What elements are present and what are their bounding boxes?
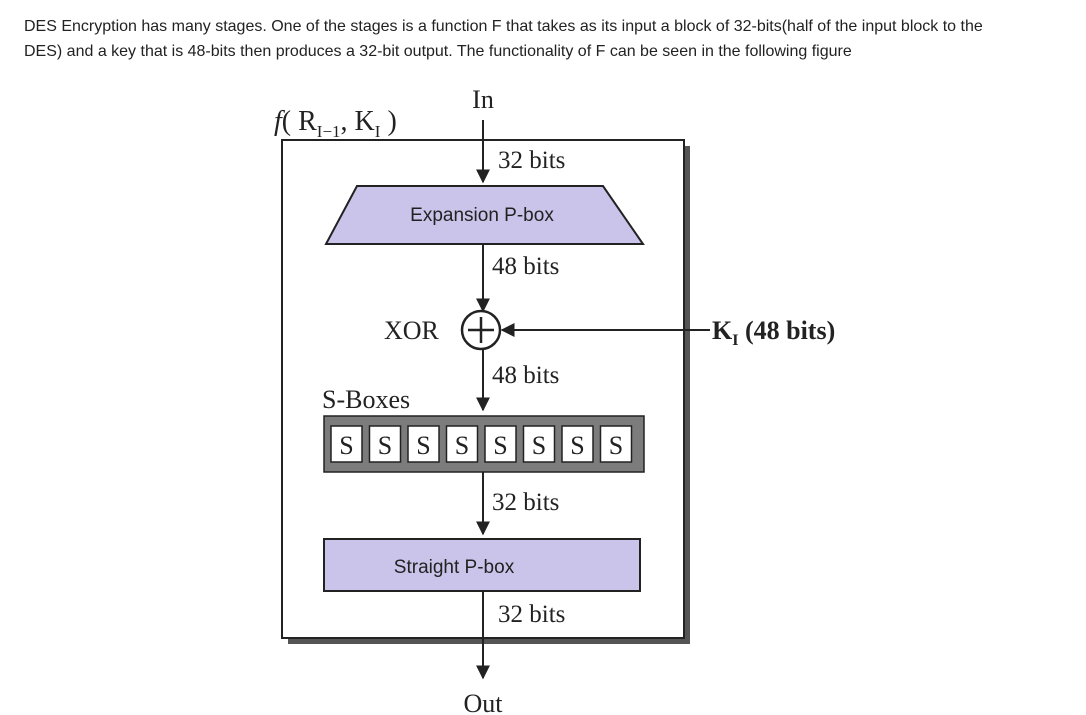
sbox-cell [522,425,556,463]
bits-label-1: 32 bits [498,147,565,174]
key-label-rest: (48 bits) [738,316,835,345]
bits-label-4: 32 bits [492,489,559,516]
sbox-cell [445,425,479,463]
sbox-cell [561,425,594,463]
key-label-k: K [712,316,733,345]
sbox-cell-label: S [416,431,430,460]
expansion-pbox-label: Expansion P-box [410,205,554,226]
function-label-comma: , K [341,106,375,137]
sbox-cell-label: S [378,431,392,460]
bits-label-5: 32 bits [498,601,565,628]
sbox-cell-label: S [609,431,623,460]
bits-label-2: 48 bits [492,253,559,280]
intro-text: DES Encryption has many stages. One of t… [24,14,1079,64]
sbox-cell [599,425,633,463]
expansion-pbox [324,185,645,245]
straight-pbox [323,538,641,592]
intro-line-2: DES) and a key that is 48-bits then prod… [24,43,852,60]
sbox-cell-label: S [455,431,469,460]
function-label-close: ) [380,106,396,137]
function-label: f( RI−1, KI ) [274,106,397,141]
sbox-cell [368,425,402,463]
function-label-open: ( R [282,106,317,137]
sbox-cell [330,425,363,463]
xor-label: XOR [384,316,440,345]
function-label-k-sub: I [375,122,381,141]
sbox-cell-label: S [493,431,507,460]
sboxes-label: S-Boxes [322,385,410,414]
function-label-r-sub: I−1 [317,122,341,141]
in-label: In [472,85,494,114]
bits-label-3: 48 bits [492,362,559,389]
sbox-cell-label: S [570,431,584,460]
sbox-cell-label: S [339,431,353,460]
sbox-cell [407,425,440,463]
function-label-f: f [274,106,285,137]
sbox-cell [484,425,517,463]
sbox-cell-label: S [532,431,546,460]
straight-pbox-label: Straight P-box [394,557,515,578]
intro-line-1: DES Encryption has many stages. One of t… [24,18,983,35]
key-label-sub: I [732,332,738,349]
key-label: KI (48 bits) [712,316,835,349]
out-label: Out [464,689,504,715]
